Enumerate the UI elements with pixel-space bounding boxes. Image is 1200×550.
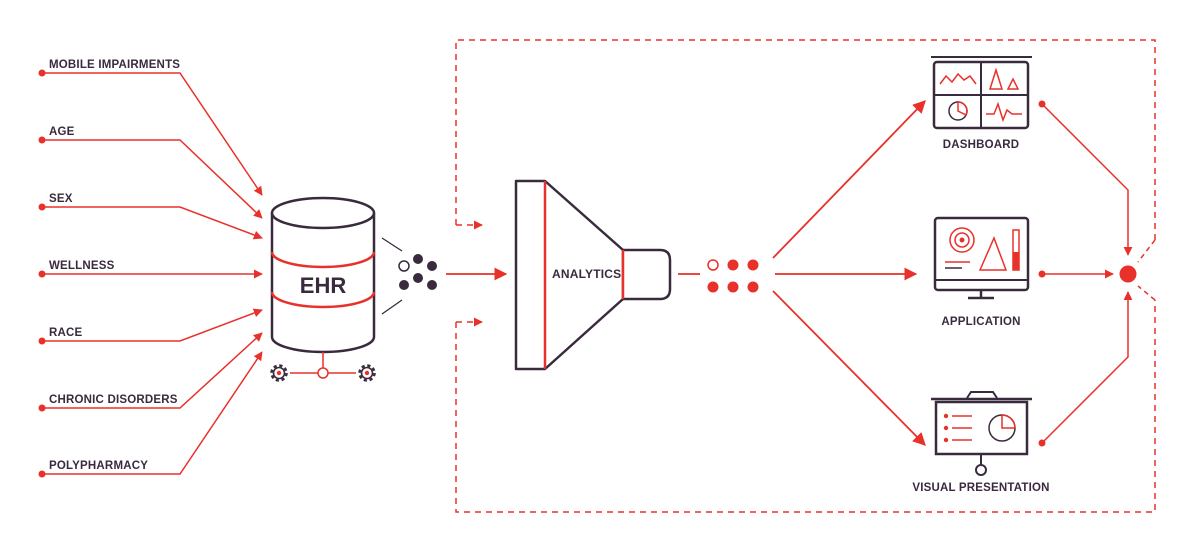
result-dots-cluster: [707, 259, 759, 293]
gear-icons: [270, 352, 376, 382]
visual-presentation-label: VISUAL PRESENTATION: [912, 482, 1050, 494]
ehr-database-icon: [270, 196, 376, 354]
analytics-funnel-icon: [514, 179, 672, 371]
merge-from-presentation: [1041, 291, 1133, 444]
input-label-race: RACE: [49, 327, 83, 339]
ehr-label: EHR: [299, 273, 347, 298]
input-label-mobile-impairments: MOBILE IMPAIRMENTS: [49, 59, 181, 71]
input-label-sex: SEX: [49, 193, 73, 205]
input-connectors: [38, 69, 263, 478]
arrow-to-dashboard: [772, 100, 926, 259]
feedback-loop-path: [455, 39, 1156, 240]
merge-from-dashboard: [1041, 103, 1133, 256]
dashboard-label: DASHBOARD: [942, 139, 1020, 151]
data-dots-cluster: [381, 237, 437, 315]
feedback-loop-path-bottom: [455, 300, 1156, 513]
input-label-polypharmacy: POLYPHARMACY: [49, 460, 149, 472]
input-label-age: AGE: [49, 126, 75, 138]
application-label: APPLICATION: [941, 316, 1021, 328]
merge-node: [1119, 265, 1137, 283]
presentation-icon: [931, 391, 1032, 476]
analytics-label: ANALYTICS: [552, 267, 622, 281]
application-icon: [933, 216, 1030, 300]
arrow-to-presentation: [772, 290, 926, 446]
input-label-chronic-disorders: CHRONIC DISORDERS: [49, 394, 178, 406]
dashboard-icon: [931, 56, 1032, 130]
input-label-wellness: WELLNESS: [49, 260, 115, 272]
